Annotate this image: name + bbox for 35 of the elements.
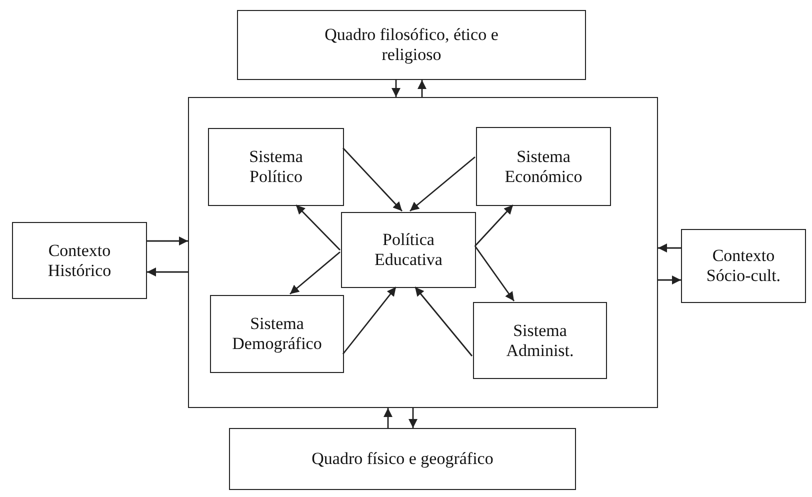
arrow <box>290 251 340 295</box>
arrow <box>296 204 340 250</box>
arrow <box>418 80 426 97</box>
arrow <box>410 156 476 212</box>
box-label: Sistema Demográfico <box>231 314 323 354</box>
arrow <box>658 276 681 284</box>
box-label: Política Educativa <box>374 230 444 270</box>
box-label: Sistema Administ. <box>505 320 575 360</box>
text-box <box>341 212 476 288</box>
box-label: Sistema Económico <box>504 146 584 186</box>
text-box <box>476 127 611 206</box>
arrow <box>342 286 397 354</box>
text-box <box>208 128 344 206</box>
arrow <box>474 246 515 302</box>
arrow <box>658 244 681 252</box>
text-box <box>229 428 576 490</box>
text-box <box>210 295 344 373</box>
box-label: Contexto Sócio-cult. <box>705 246 782 286</box>
box-label: Sistema Político <box>248 147 304 187</box>
text-box <box>237 10 586 80</box>
arrow <box>384 408 392 428</box>
arrow <box>147 236 188 246</box>
frame-box <box>188 97 658 408</box>
box-label: Quadro físico e geográfico <box>312 449 494 469</box>
box-label: Quadro filosófico, ético e religioso <box>324 25 500 65</box>
arrow <box>414 286 473 356</box>
arrow <box>474 204 514 246</box>
text-box <box>473 302 607 379</box>
text-box <box>681 229 806 303</box>
arrow <box>342 148 403 212</box>
arrow <box>147 268 188 276</box>
text-box <box>12 222 147 299</box>
arrow <box>392 80 400 97</box>
box-label: Contexto Histórico <box>46 240 112 280</box>
arrow <box>408 408 418 428</box>
